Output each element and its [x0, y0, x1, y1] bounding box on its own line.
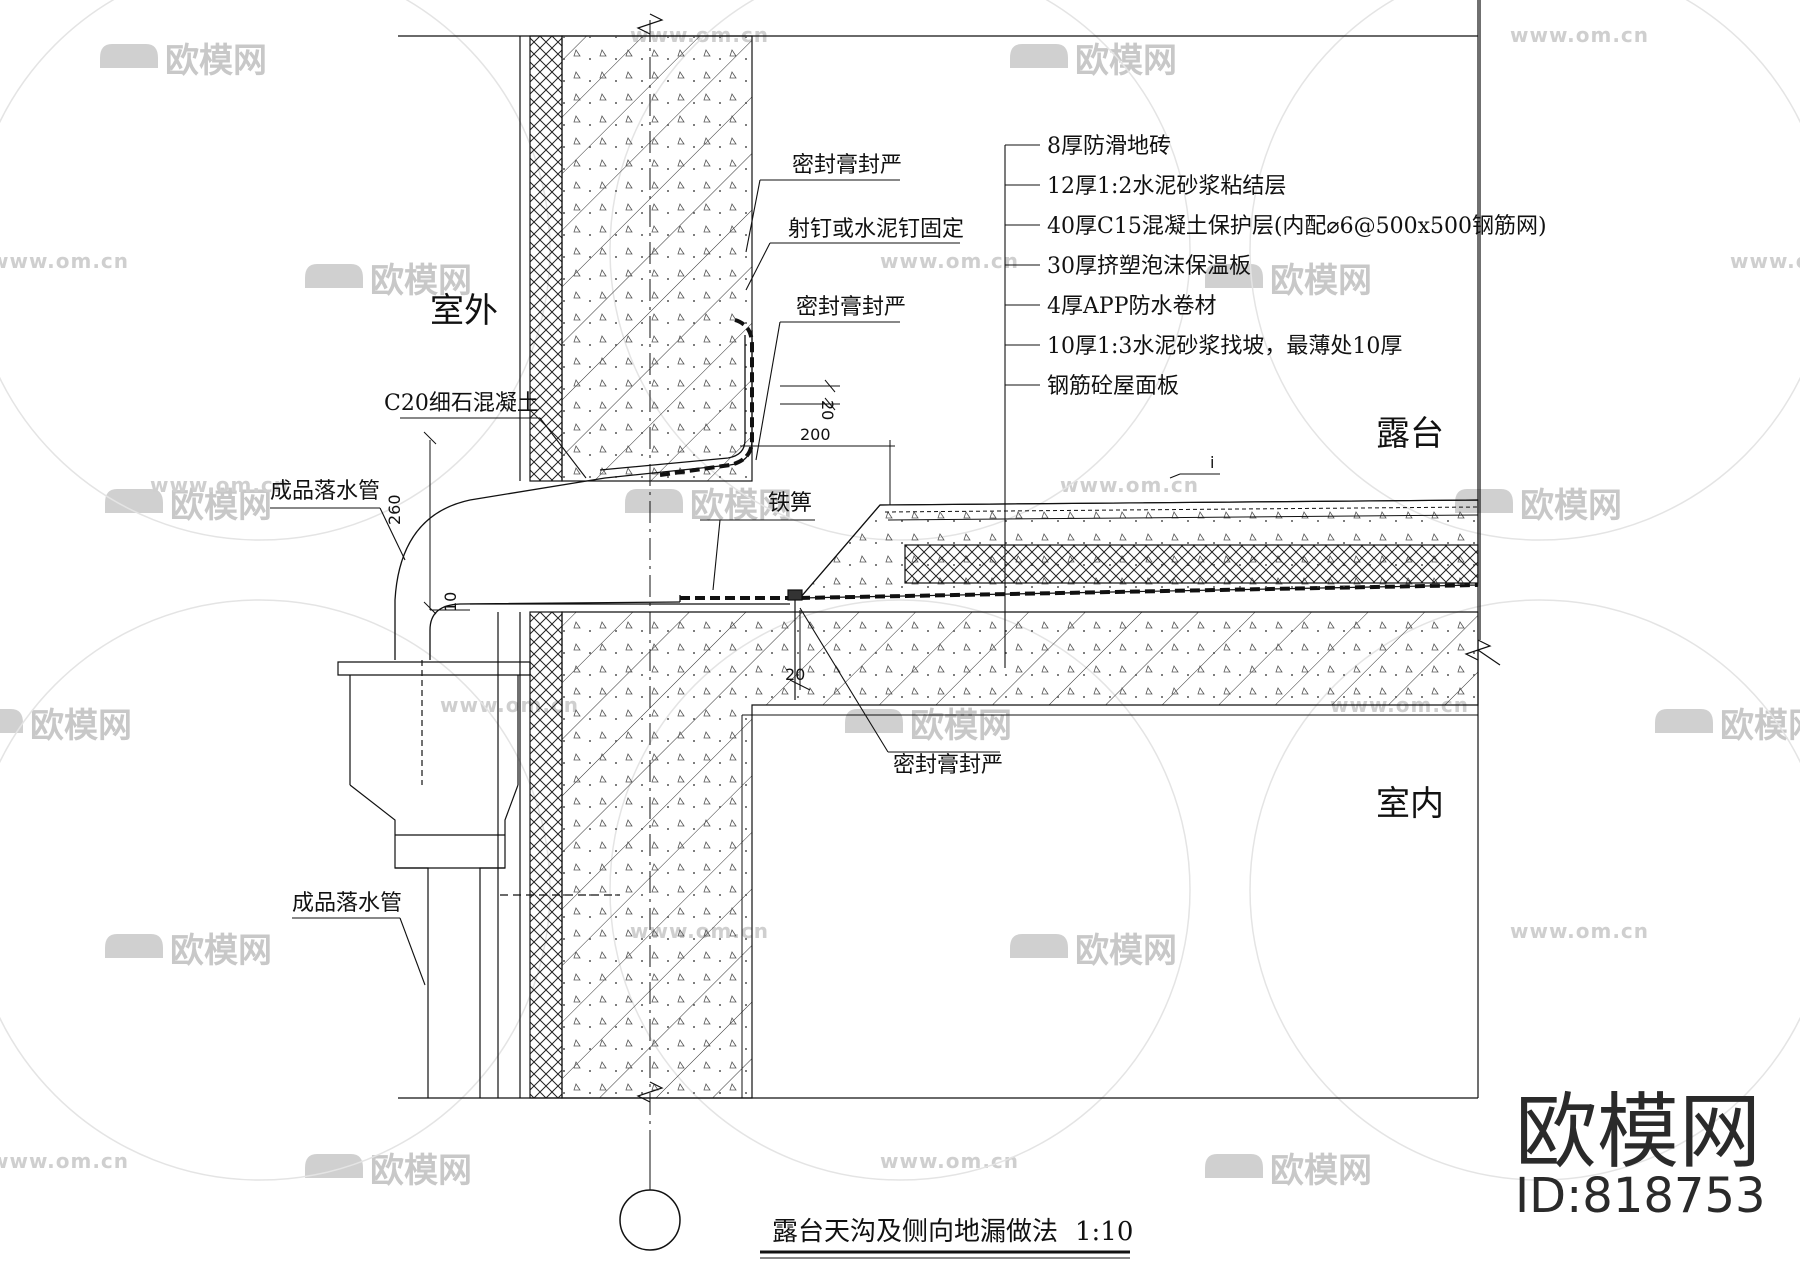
dim-260: 260 — [385, 494, 404, 525]
watermark-url: www.om.cn — [880, 1149, 1019, 1173]
sofa-icon — [105, 489, 163, 513]
watermark-text: 欧模网 — [1520, 486, 1622, 526]
watermark-url: www.om.cn — [0, 249, 129, 273]
layer-callout: 4厚APP防水卷材 — [1047, 294, 1217, 319]
brand-stamp-name: 欧模网 — [1515, 1085, 1761, 1180]
watermark-text: 欧模网 — [170, 486, 272, 526]
watermark-arc — [1249, 0, 1800, 541]
layer-callout: 10厚1:3水泥砂浆找坡，最薄处10厚 — [1047, 334, 1402, 359]
lower-wall-slab-concrete — [561, 611, 1479, 1099]
watermark-url: www.om.cn — [150, 473, 289, 497]
layer-callout: 钢筋砼屋面板 — [1047, 374, 1179, 399]
sofa-icon — [305, 1154, 363, 1178]
callout-sealant-bottom: 密封膏封严 — [893, 753, 1003, 778]
sofa-icon — [1205, 264, 1263, 288]
callout-fine-concrete: C20细石混凝土 — [384, 391, 539, 416]
watermark-logo: 欧模网 — [100, 41, 267, 81]
watermark-logo: 欧模网 — [105, 486, 272, 526]
dim-10: 10 — [441, 592, 460, 612]
axis-bubble — [619, 1189, 681, 1251]
sofa-icon — [305, 264, 363, 288]
wall-insulation-upper — [529, 35, 563, 482]
layer-callout: 12厚1:2水泥砂浆粘结层 — [1047, 174, 1286, 199]
downpipe — [337, 660, 620, 1098]
sofa-icon — [625, 489, 683, 513]
brand-stamp: 欧模网 ID:818753 — [1515, 1085, 1766, 1224]
sofa-icon — [1010, 44, 1068, 68]
watermark-logo: 欧模网 — [305, 261, 472, 301]
dimension-lines — [423, 379, 1220, 691]
watermark-text: 欧模网 — [170, 931, 272, 971]
watermark-logo: 欧模网 — [0, 706, 132, 746]
watermark-arc — [0, 599, 551, 1181]
watermark-text: 欧模网 — [1075, 41, 1177, 81]
callout-sealant-top: 密封膏封严 — [792, 153, 902, 178]
watermark-text: 欧模网 — [1075, 931, 1177, 971]
watermark-text: 欧模网 — [1270, 261, 1372, 301]
callout-nail-fix: 射钉或水泥钉固定 — [788, 217, 964, 242]
wall-insulation-lower — [529, 611, 563, 1099]
watermark-logo: 欧模网 — [1655, 706, 1800, 746]
watermark-url: www.om.cn — [880, 249, 1019, 273]
dim-200: 200 — [800, 425, 831, 444]
watermark-logo: 欧模网 — [1455, 486, 1622, 526]
watermark-text: 欧模网 — [30, 706, 132, 746]
watermark-url: www.om.cn — [1510, 919, 1649, 943]
watermark-text: 欧模网 — [1720, 706, 1800, 746]
callout-downpipe-upper: 成品落水管 — [270, 479, 380, 504]
zone-terrace: 露台 — [1376, 414, 1444, 454]
zone-outside: 室外 — [430, 291, 498, 331]
watermark-logo: 欧模网 — [1205, 1151, 1372, 1191]
layer-callout-list: 8厚防滑地砖 12厚1:2水泥砂浆粘结层 40厚C15混凝土保护层(内配⌀6@5… — [1047, 134, 1547, 399]
watermark-text: 欧模网 — [165, 41, 267, 81]
watermark-logo: 欧模网 — [305, 1151, 472, 1191]
watermark-text: 欧模网 — [370, 1151, 472, 1191]
watermark-logo: 欧模网 — [105, 931, 272, 971]
sofa-icon — [100, 44, 158, 68]
drawing-title: 露台天沟及侧向地漏做法 — [772, 1217, 1058, 1247]
brand-stamp-id: ID:818753 — [1515, 1168, 1766, 1224]
layer-callout: 8厚防滑地砖 — [1047, 134, 1171, 159]
upper-wall-concrete — [561, 35, 753, 482]
sofa-icon — [1655, 709, 1713, 733]
callout-sealant-mid: 密封膏封严 — [796, 295, 906, 320]
watermark-url: www.om.cn — [1730, 249, 1800, 273]
drawing-scale: 1:10 — [1075, 1217, 1133, 1247]
dim-20-bottom: 20 — [785, 665, 805, 684]
layer-callout: 30厚挤塑泡沫保温板 — [1047, 254, 1251, 279]
dim-20-top: 20 — [818, 400, 837, 420]
watermark-text: 欧模网 — [370, 261, 472, 301]
watermark-text: 欧模网 — [910, 706, 1012, 746]
callout-downpipe-lower: 成品落水管 — [292, 891, 402, 916]
watermark-arc — [1249, 599, 1800, 1181]
zone-inside: 室内 — [1376, 784, 1444, 824]
layer-callout-leader — [1004, 144, 1040, 668]
watermark-url: www.om.cn — [1060, 473, 1199, 497]
layer-callout: 40厚C15混凝土保护层(内配⌀6@500x500钢筋网) — [1047, 214, 1547, 239]
terrace-layers — [798, 499, 1479, 599]
watermark-logo: 欧模网 — [1205, 261, 1372, 301]
drawing-title-block: 露台天沟及侧向地漏做法 1:10 — [760, 1217, 1133, 1259]
watermark-url: www.om.cn — [1510, 23, 1649, 47]
callout-leaders — [270, 179, 1000, 986]
watermark-layer: 欧模网欧模网欧模网欧模网欧模网欧模网欧模网欧模网欧模网欧模网欧模网欧模网欧模网欧… — [0, 0, 1800, 1191]
wall-face-lines — [497, 36, 521, 1098]
sofa-icon — [1010, 934, 1068, 958]
watermark-logo: 欧模网 — [1010, 931, 1177, 971]
grate-icon — [787, 589, 803, 700]
break-marks — [636, 13, 1501, 1103]
sofa-icon — [0, 709, 23, 733]
callout-grate: 铁箅 — [768, 491, 812, 516]
watermark-logo: 欧模网 — [1010, 41, 1177, 81]
watermark-logo: 欧模网 — [845, 706, 1012, 746]
watermark-text: 欧模网 — [1270, 1151, 1372, 1191]
sofa-icon — [1205, 1154, 1263, 1178]
dim-slope: i — [1210, 453, 1214, 472]
watermark-url: www.om.cn — [0, 1149, 129, 1173]
sofa-icon — [105, 934, 163, 958]
